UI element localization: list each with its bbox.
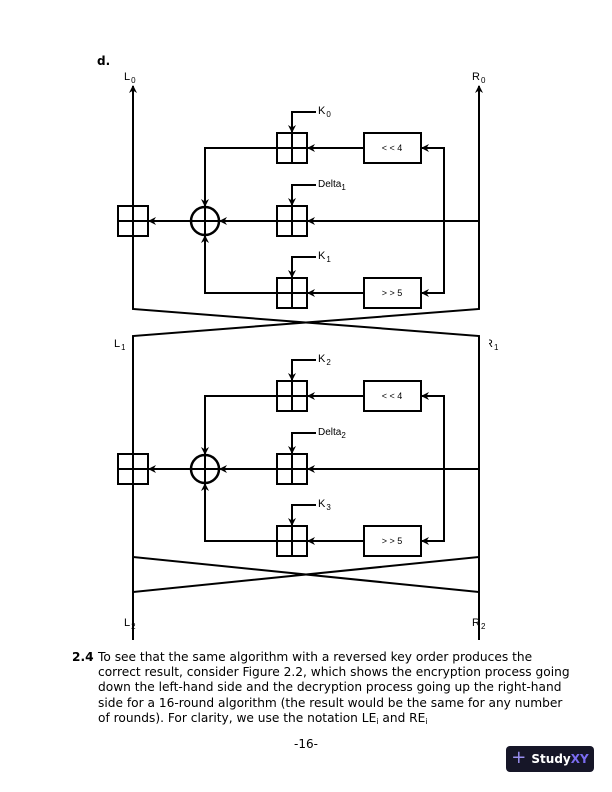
round-2: < < 4 > > 5 K2 Delta2 K3 — [117, 336, 489, 610]
adder-k-bottom — [276, 277, 308, 309]
studyxy-watermark[interactable]: + StudyXY — [506, 746, 594, 772]
shift-left-label: < < 4 — [382, 391, 403, 401]
part-label: d. — [97, 54, 111, 68]
xor-symbol — [189, 205, 221, 237]
adder-delta — [276, 205, 308, 237]
round-1: < < 4 > > 5 K0 Delta1 K1 — [117, 85, 483, 640]
shift-left-label: < < 4 — [382, 143, 403, 153]
adder-k-bottom — [276, 525, 308, 557]
delta-label: Delta1 — [318, 179, 346, 192]
label-L0: L0 — [124, 71, 136, 85]
watermark-text: StudyXY — [531, 752, 589, 766]
label-L2: L2 — [124, 617, 136, 631]
crossover — [132, 553, 480, 610]
problem-number: 2.4 — [72, 650, 94, 664]
shift-right-label: > > 5 — [382, 288, 403, 298]
adder-delta — [276, 453, 308, 485]
problem-text: To see that the same algorithm with a re… — [98, 650, 570, 726]
label-R0: R0 — [472, 71, 486, 85]
plus-icon: + — [511, 747, 527, 768]
tea-round-diagram: L0 R0 < < 4 > > — [114, 71, 499, 640]
page-number: -16- — [294, 737, 318, 751]
label-L1: L1 — [114, 338, 126, 352]
key-top-label: K2 — [318, 353, 331, 367]
xor-symbol — [189, 453, 221, 485]
key-top-label: K0 — [318, 105, 331, 119]
key-bottom-label: K3 — [318, 498, 331, 512]
delta-label: Delta2 — [318, 427, 346, 440]
adder-left — [117, 205, 149, 237]
key-bottom-label: K1 — [318, 250, 331, 264]
adder-k-top — [276, 132, 308, 164]
adder-left — [117, 453, 149, 485]
problem-paragraph: 2.4 To see that the same algorithm with … — [72, 650, 572, 729]
label-R2: R2 — [472, 617, 486, 631]
shift-right-label: > > 5 — [382, 536, 403, 546]
adder-k-top — [276, 380, 308, 412]
